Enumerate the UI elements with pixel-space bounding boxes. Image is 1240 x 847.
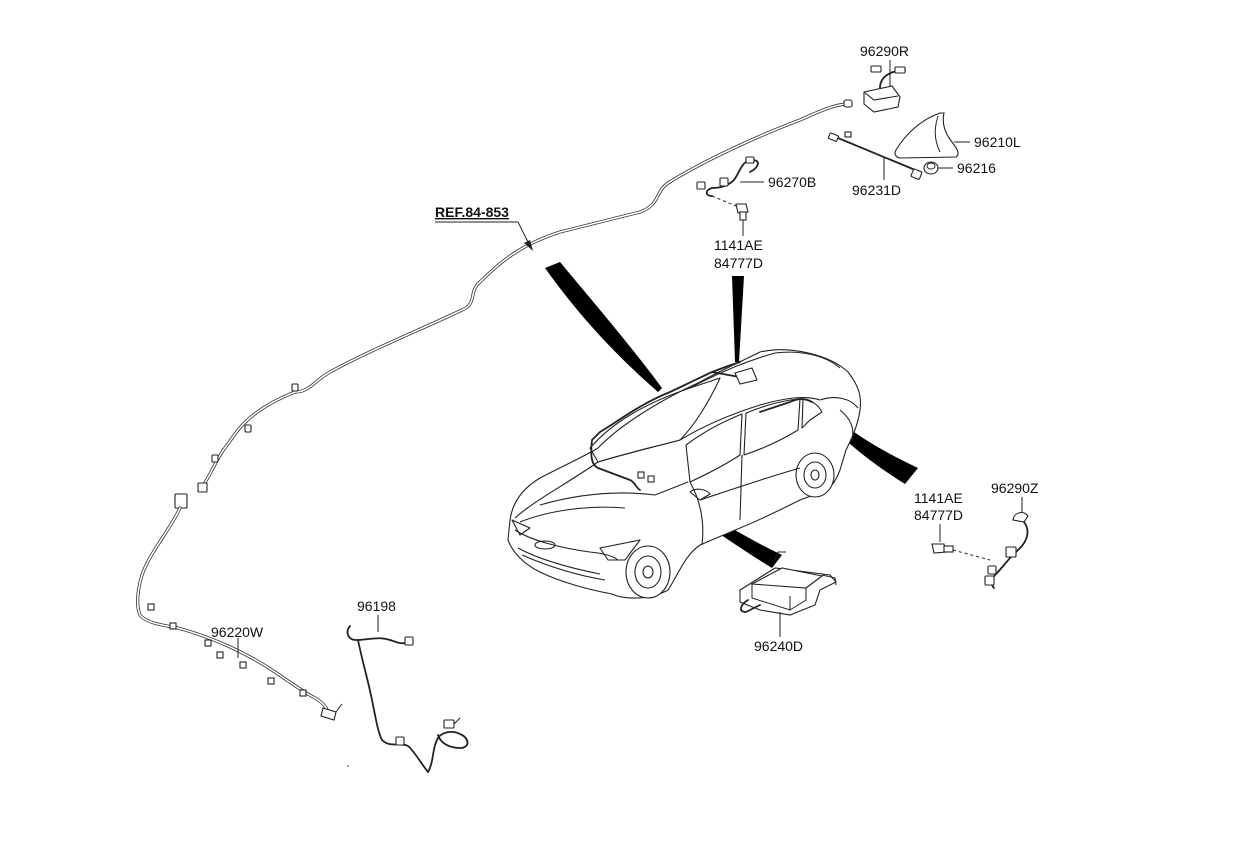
part-96220W-harness: 96220W	[135, 493, 343, 721]
label-96220W: 96220W	[211, 624, 264, 640]
part-96270B-harness: 96270B	[696, 156, 816, 207]
label-96240D: 96240D	[754, 638, 803, 654]
part-96240D-module: 96240D	[739, 551, 837, 654]
part-96290R: 96290R	[860, 43, 909, 113]
part-96198-harness: 96198	[346, 598, 469, 773]
label-96290R: 96290R	[860, 43, 909, 59]
car-illustration	[507, 349, 862, 599]
label-96270B: 96270B	[768, 174, 816, 190]
label-96231D: 96231D	[852, 182, 901, 198]
label-96198: 96198	[357, 598, 396, 614]
ref-callout: REF.84-853	[435, 204, 533, 251]
cable-clip	[197, 482, 208, 493]
part-96210L-shark-fin: 96210L	[894, 112, 1021, 159]
roof-cable-ref-84-853	[197, 99, 853, 493]
label-96290Z: 96290Z	[991, 480, 1039, 496]
part-96290Z-harness: 96290Z	[984, 480, 1039, 589]
label-84777D-top: 84777D	[714, 255, 763, 271]
bolt-top: 1141AE 84777D	[714, 203, 763, 271]
label-1141AE-right: 1141AE	[914, 490, 963, 506]
part-96231D-harness: 96231D	[827, 131, 923, 198]
label-96216: 96216	[957, 160, 996, 176]
cable-end-connector	[843, 99, 853, 108]
label-1141AE-top: 1141AE	[714, 237, 763, 253]
ref-label: REF.84-853	[435, 204, 509, 220]
right-callouts: 1141AE 84777D	[914, 490, 991, 561]
label-84777D-right: 84777D	[914, 507, 963, 523]
label-96210L: 96210L	[974, 134, 1021, 150]
part-96216-nut: 96216	[923, 160, 996, 176]
